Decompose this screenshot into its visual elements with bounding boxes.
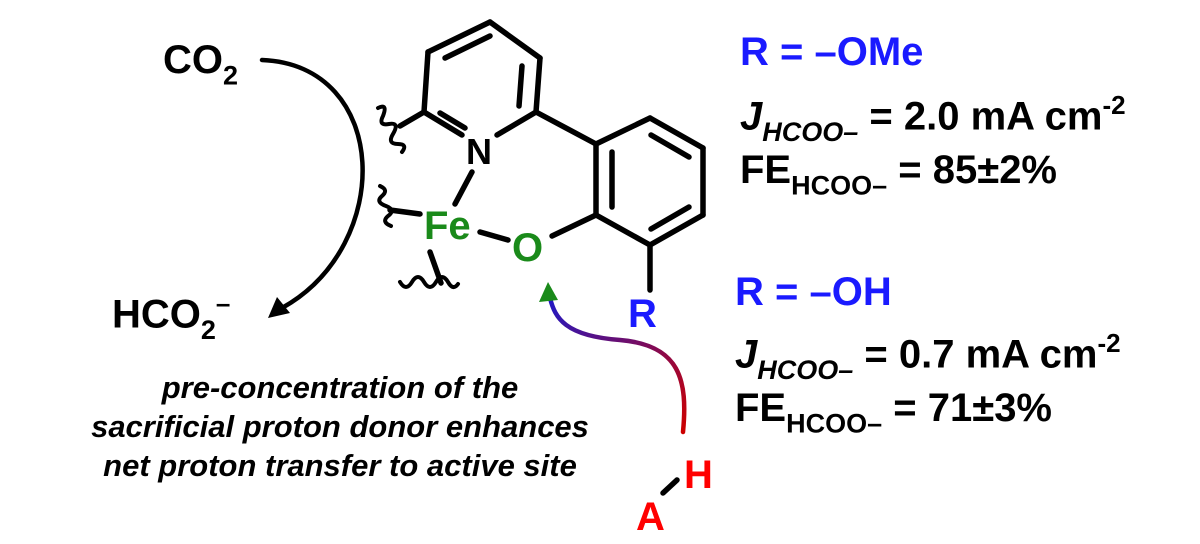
phenol-double-bond [648, 132, 692, 160]
iron-nitrogen-bond [452, 169, 475, 207]
mechanism-caption: pre-concentration of the sacrificial pro… [40, 368, 640, 485]
product-formate-label: HCO2– [112, 288, 231, 345]
pyridine-double-bond [516, 63, 525, 109]
pyridine-double-bond [437, 110, 468, 131]
pyridine-bond [421, 109, 465, 138]
phenol-bond [647, 212, 706, 248]
pyridine-double-bond [442, 33, 493, 61]
current-density-oh: JHCOO– = 0.7 mA cm-2 [735, 328, 1121, 385]
ligand-skeleton [387, 19, 706, 496]
pyridine-methyl-bond [397, 109, 427, 129]
phenol-bond [593, 212, 653, 248]
pyridine-bond [533, 55, 543, 115]
phenol-bond [647, 115, 706, 151]
acid-h-label: H [684, 453, 713, 497]
phenol-double-bond [648, 204, 692, 232]
phenol-bond [593, 115, 653, 147]
nitrogen-atom-label: N [466, 131, 492, 172]
proton-transfer-arrowhead [539, 282, 558, 302]
pyridine-bond [494, 109, 539, 138]
wavy-bond [398, 275, 460, 289]
acid-a-label: A [636, 495, 665, 539]
cycle-arrowhead [268, 297, 290, 318]
proton-transfer-arrow [547, 295, 687, 435]
pyridine-bond [487, 19, 543, 61]
carbon-oxygen-bond [549, 212, 599, 239]
caption-line: sacrificial proton donor enhances [91, 409, 589, 444]
r-ome-label: R = –OMe [740, 30, 924, 74]
iron-ligand-bond [387, 207, 423, 217]
current-density-ome: JHCOO– = 2.0 mA cm-2 [740, 90, 1126, 147]
r-oh-label: R = –OH [735, 270, 892, 314]
caption-line: pre-concentration of the [161, 370, 519, 405]
catalytic-cycle-arrow [259, 57, 365, 311]
wavy-bond [376, 104, 407, 154]
iron-atom-label: Fe [424, 204, 471, 248]
pyridine-bond [421, 49, 431, 115]
acid-bond [660, 477, 680, 496]
oxygen-atom-label: O [512, 226, 544, 270]
r-substituent-label: R [628, 292, 657, 336]
caption-line: net proton transfer to active site [103, 448, 577, 483]
faradaic-efficiency-ome: FEHCOO– = 85±2% [740, 148, 1057, 201]
reactant-co2-label: CO2 [163, 38, 239, 91]
faradaic-efficiency-oh: FEHCOO– = 71±3% [735, 386, 1052, 439]
iron-oxygen-bond [477, 229, 511, 243]
pyridine-bond [425, 19, 493, 55]
wavy-bonds [376, 104, 460, 289]
wavy-bond [377, 184, 394, 228]
biaryl-bond [533, 109, 599, 147]
